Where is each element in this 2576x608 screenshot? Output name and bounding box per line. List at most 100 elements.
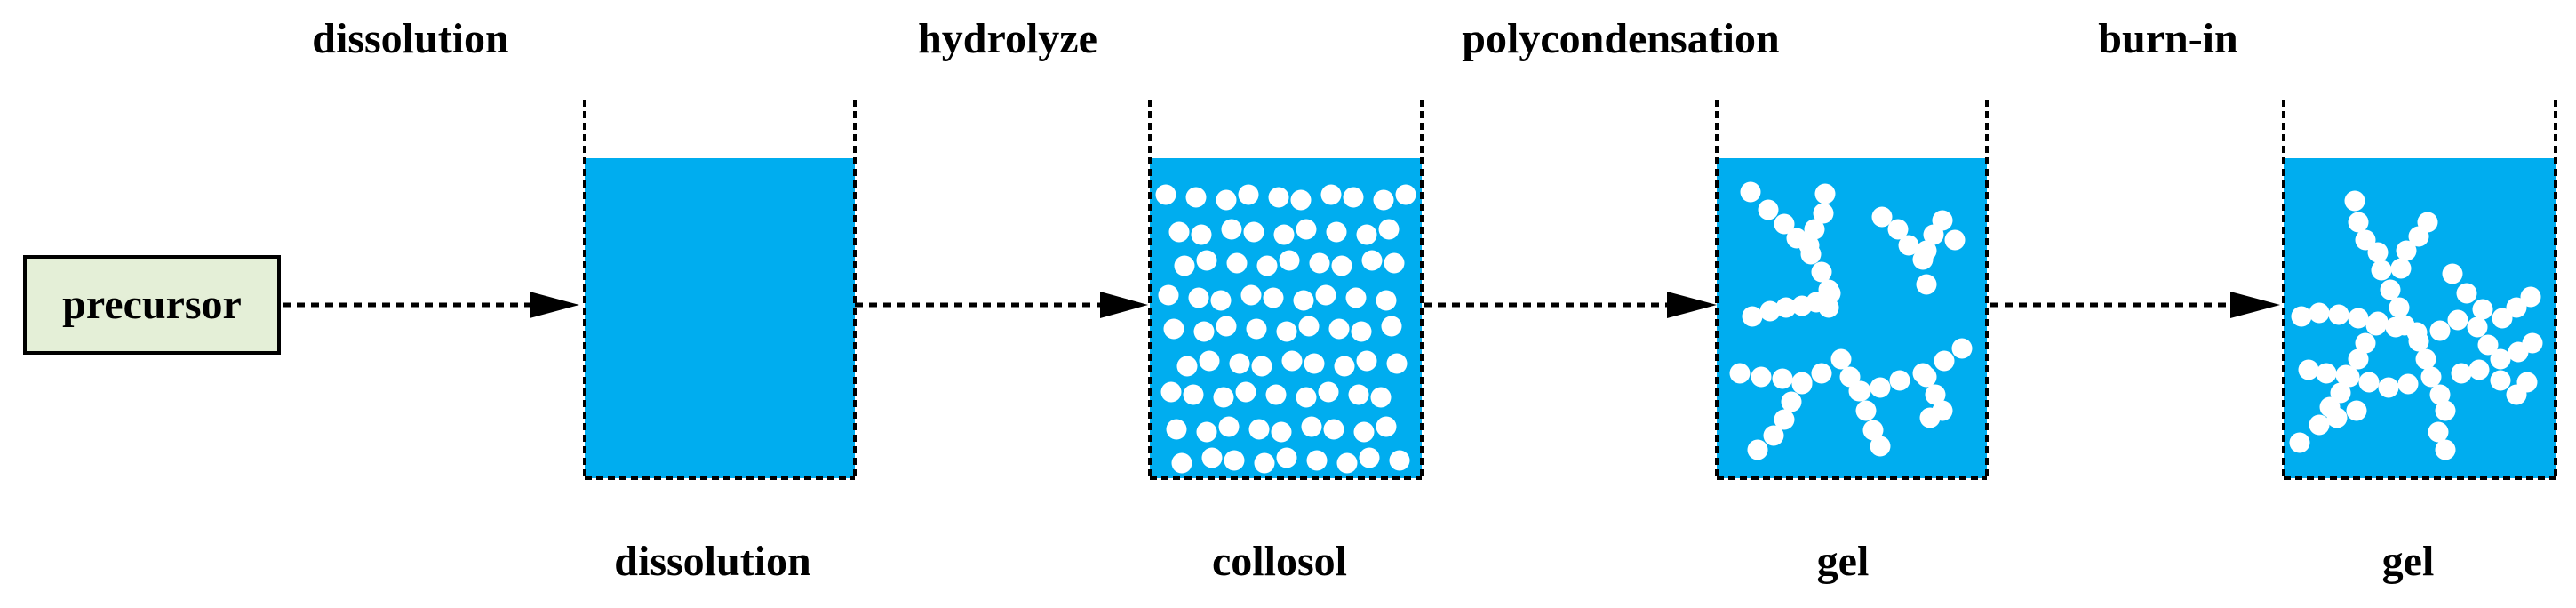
- sol-particle: [1315, 284, 1336, 306]
- sol-particle: [1196, 421, 1217, 443]
- gel-particle: [1758, 199, 1779, 220]
- sol-particle: [1155, 184, 1176, 205]
- beaker-gel-2: [2282, 100, 2557, 480]
- gel-particle: [2435, 400, 2456, 421]
- gel-particle: [2435, 439, 2456, 460]
- sol-particle: [1213, 387, 1234, 408]
- sol-particle: [1166, 419, 1187, 440]
- sol-particle: [1226, 252, 1248, 274]
- sol-particle: [1309, 252, 1330, 274]
- gel-particle: [2472, 299, 2493, 320]
- gel-particle: [2420, 366, 2442, 388]
- gel-particle: [2408, 226, 2429, 247]
- gel-particle: [1934, 350, 1955, 372]
- sol-particle: [1323, 419, 1344, 440]
- gel-particle: [2355, 332, 2376, 354]
- gel-particle: [2348, 212, 2369, 233]
- gel-particle: [1850, 380, 1871, 402]
- gel-particle: [1804, 219, 1825, 240]
- sol-particle: [1304, 353, 1325, 374]
- gel-particle: [1740, 181, 1761, 203]
- gel-particle: [1811, 261, 1832, 283]
- gel-particle: [1919, 407, 1941, 428]
- sol-particle: [1386, 353, 1408, 374]
- state-label-gel-2: gel: [2381, 538, 2435, 585]
- step-label-polycondensation: polycondensation: [1462, 15, 1780, 62]
- sol-particle: [1201, 447, 1223, 468]
- gel-particle: [1774, 213, 1795, 235]
- sol-particle: [1248, 419, 1270, 440]
- gel-particle: [1814, 183, 1836, 204]
- gel-particle: [2516, 372, 2538, 393]
- sol-particle: [1160, 381, 1182, 403]
- gel-particle: [1781, 391, 1802, 412]
- gel-particle: [2390, 258, 2412, 279]
- sol-particle: [1378, 219, 1400, 240]
- beaker-gel-1: [1715, 100, 1989, 480]
- sol-particle: [1176, 356, 1198, 377]
- sol-particle: [1199, 350, 1220, 372]
- gel-particle: [2309, 302, 2330, 324]
- sol-particle: [1318, 381, 1339, 403]
- gel-particle: [2468, 359, 2490, 380]
- sol-particle: [1256, 255, 1278, 276]
- gel-particle: [1898, 235, 1919, 256]
- sol-particle: [1348, 384, 1369, 405]
- gel-particle: [2447, 309, 2468, 331]
- gel-particle: [2490, 348, 2511, 370]
- particles: [2289, 190, 2543, 460]
- gel-particle: [2309, 414, 2330, 436]
- gel-particle: [2328, 304, 2349, 325]
- gel-particle: [1862, 420, 1884, 441]
- gel-particle: [1889, 370, 1910, 391]
- gel-particle: [1798, 235, 1820, 256]
- gel-particle: [2348, 348, 2369, 370]
- arrowhead-2: [1100, 292, 1148, 318]
- sol-particle: [1271, 421, 1292, 443]
- sol-particle: [1240, 284, 1262, 306]
- sol-particle: [1273, 224, 1295, 245]
- sol-particle: [1238, 184, 1259, 205]
- gel-particle: [1871, 206, 1893, 228]
- sol-particle: [1381, 316, 1402, 337]
- sol-particle: [1268, 187, 1289, 208]
- sol-particle: [1334, 356, 1355, 377]
- sol-particle: [1171, 452, 1192, 474]
- sol-particle: [1246, 318, 1267, 340]
- sol-particle: [1174, 255, 1195, 276]
- gel-particle: [2378, 377, 2399, 398]
- sol-particle: [1235, 381, 1256, 403]
- sol-particle: [1254, 452, 1275, 474]
- liquid: [585, 158, 855, 478]
- arrowheads: [530, 292, 2280, 318]
- sol-particle: [1296, 219, 1317, 240]
- beakers: [583, 100, 2557, 480]
- sol-particle: [1276, 447, 1297, 468]
- sol-particle: [1224, 450, 1245, 471]
- gel-particle: [2451, 363, 2472, 384]
- sol-particle: [1336, 452, 1358, 474]
- sol-particle: [1188, 287, 1209, 308]
- sol-particle: [1168, 221, 1190, 243]
- sol-particle: [1389, 450, 1410, 471]
- state-label-collosol: collosol: [1212, 538, 1347, 585]
- gel-particle: [1759, 300, 1781, 322]
- gel-particle: [1916, 366, 1937, 388]
- gel-particle: [2396, 240, 2417, 261]
- gel-particle: [1887, 219, 1909, 240]
- sol-particle: [1158, 284, 1179, 306]
- sol-particle: [1191, 224, 1212, 245]
- gel-particle: [2358, 372, 2380, 393]
- arrowhead-3: [1667, 292, 1717, 318]
- gel-particle: [2335, 364, 2357, 386]
- sol-particle: [1328, 318, 1350, 340]
- sol-particle: [1356, 224, 1377, 245]
- gel-particle: [2385, 316, 2406, 338]
- gel-particle: [1791, 295, 1813, 316]
- gel-particle: [1813, 203, 1834, 224]
- gel-particle: [1811, 363, 1832, 384]
- sol-particle: [1185, 187, 1207, 208]
- gel-particle: [1870, 436, 1891, 457]
- gel-particle: [2406, 322, 2428, 343]
- beaker-collosol: [1148, 100, 1424, 480]
